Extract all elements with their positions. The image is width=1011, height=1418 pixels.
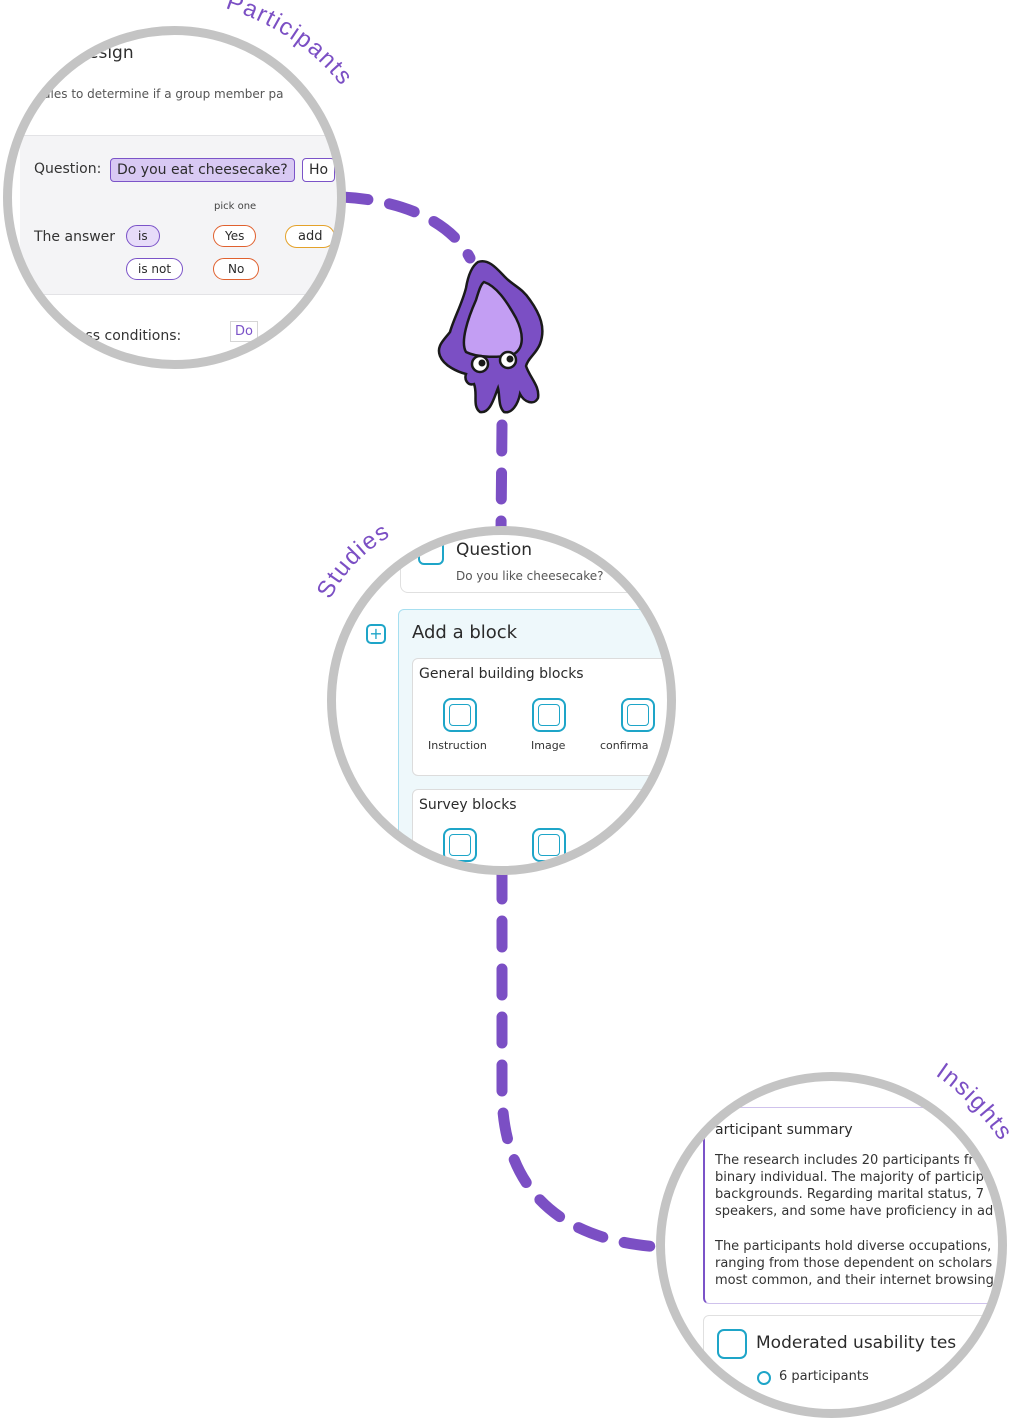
participants-count: 6 participants xyxy=(779,1369,869,1384)
add-block-plus-icon[interactable]: + xyxy=(366,624,386,644)
squid-mascot-icon xyxy=(437,259,544,414)
insights-lens: articipant summary The research includes… xyxy=(661,1077,1002,1418)
operator-is-not-chip[interactable]: is not xyxy=(126,258,184,280)
participants-icon xyxy=(757,1371,771,1385)
survey-question-block-icon[interactable] xyxy=(443,828,477,862)
survey-blocks-title: Survey blocks xyxy=(419,797,517,813)
summary-line: The participants hold diverse occupation… xyxy=(715,1239,992,1254)
question-select-next[interactable]: Ho xyxy=(302,158,336,182)
participant-summary-card xyxy=(703,1107,1002,1304)
studies-lens: Question Do you like cheesecake? + Add a… xyxy=(332,531,671,870)
participants-lens: esign rules to determine if a group memb… xyxy=(8,31,341,364)
usability-test-icon xyxy=(717,1329,747,1359)
confirmation-block-icon[interactable] xyxy=(621,698,655,732)
pick-hint: pick one xyxy=(214,201,257,212)
answer-label: The answer xyxy=(34,229,116,245)
summary-line: speakers, and some have proficiency in a… xyxy=(715,1204,994,1219)
option-no-chip[interactable]: No xyxy=(213,258,260,280)
question-label: Question: xyxy=(34,161,102,177)
summary-line: binary individual. The majority of parti… xyxy=(715,1170,984,1185)
participant-summary-title: articipant summary xyxy=(715,1122,853,1138)
summary-line: backgrounds. Regarding marital status, 7 xyxy=(715,1187,985,1202)
option-yes-chip[interactable]: Yes xyxy=(213,225,257,247)
general-blocks-title: General building blocks xyxy=(419,666,584,682)
screening-title: esign xyxy=(88,43,134,63)
screening-description: rules to determine if a group member pa xyxy=(38,87,284,101)
add-option-button[interactable]: add xyxy=(285,225,336,248)
pass-conditions-select[interactable]: Do xyxy=(230,321,258,342)
operator-is-chip[interactable]: is xyxy=(126,225,160,247)
question-block-icon xyxy=(418,539,444,565)
image-block-label: Image xyxy=(531,739,566,752)
survey-list-block-icon[interactable] xyxy=(532,828,566,862)
study-title: Moderated usability tes xyxy=(756,1333,957,1353)
summary-line: most common, and their internet browsing xyxy=(715,1273,994,1288)
confirmation-block-label: confirma xyxy=(600,739,649,752)
instruction-block-icon[interactable] xyxy=(443,698,477,732)
study-card[interactable] xyxy=(703,1315,1002,1418)
question-block-subtitle: Do you like cheesecake? xyxy=(456,569,604,583)
image-block-icon[interactable] xyxy=(532,698,566,732)
summary-line: ranging from those dependent on scholars xyxy=(715,1256,993,1271)
pass-conditions-label: pass conditions: xyxy=(68,328,182,344)
question-select[interactable]: Do you eat cheesecake? xyxy=(110,158,295,182)
question-block-title: Question xyxy=(456,540,533,560)
instruction-block-label: Instruction xyxy=(428,739,487,752)
add-block-title: Add a block xyxy=(412,622,518,643)
summary-line: The research includes 20 participants fr xyxy=(715,1153,974,1168)
question-block-card[interactable] xyxy=(400,531,671,593)
